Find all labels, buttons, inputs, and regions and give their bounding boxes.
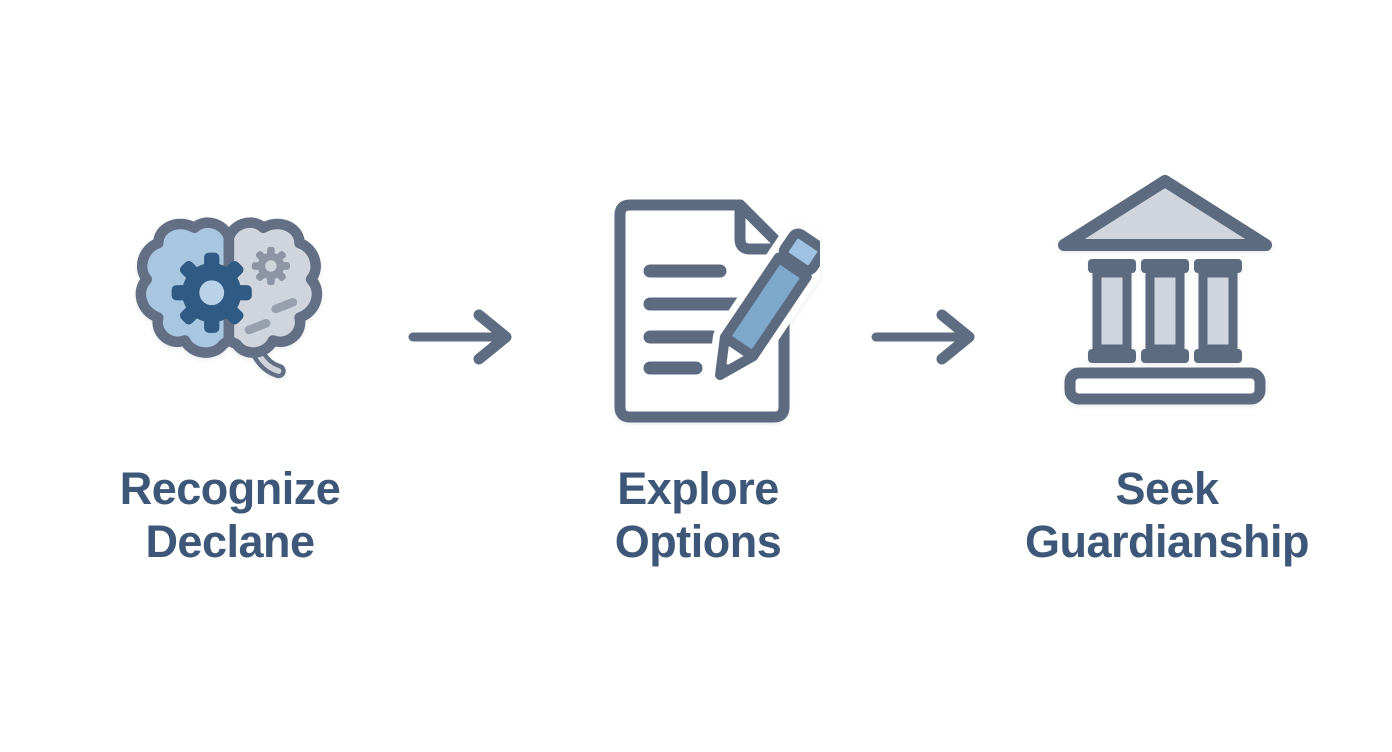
step-3-label-line-2: Guardianship — [1024, 516, 1310, 568]
brain-dash-2 — [271, 297, 298, 314]
arrow-2-container — [868, 307, 998, 367]
bank-column — [1141, 259, 1189, 363]
large-gear-hole — [199, 280, 225, 306]
step-1-label-line-1: Recognize — [119, 463, 341, 514]
document-text-lines — [643, 264, 745, 375]
step-1-label-line-2: Declane — [145, 516, 315, 568]
right-arrow-icon — [408, 309, 512, 365]
brain-right-hemisphere — [223, 217, 323, 358]
step-3-label-line-1: Seek — [1115, 463, 1219, 514]
pencil-icon — [708, 219, 820, 387]
step-1-label: Recognize Declane — [50, 462, 410, 568]
bank-columns-icon — [1058, 175, 1272, 405]
small-gear-hole — [265, 260, 277, 272]
pencil-graphite — [720, 360, 733, 375]
bank-columns — [1088, 259, 1242, 363]
step-2-label-line-2: Options — [614, 516, 782, 568]
large-gear-icon — [171, 252, 252, 333]
step-2-icon-container — [590, 185, 820, 435]
brain-gears-icon — [135, 217, 323, 379]
step-2-label: Explore Options — [518, 462, 878, 568]
bank-base — [1064, 367, 1266, 405]
arrow-1-container — [405, 307, 535, 367]
small-gear-icon — [251, 246, 290, 286]
bank-column — [1194, 259, 1242, 363]
step-3-label: Seek Guardianship — [987, 462, 1347, 568]
document-fold-corner — [734, 199, 790, 255]
bank-pediment — [1058, 175, 1272, 251]
step-2-label-line-1: Explore — [617, 463, 779, 514]
step-3-icon-container — [1050, 165, 1280, 410]
step-1-icon-container — [122, 182, 332, 392]
right-arrow-icon — [871, 309, 975, 365]
document-pencil-icon — [614, 199, 820, 423]
brain-dash-1 — [244, 318, 271, 335]
bank-column — [1088, 259, 1136, 363]
